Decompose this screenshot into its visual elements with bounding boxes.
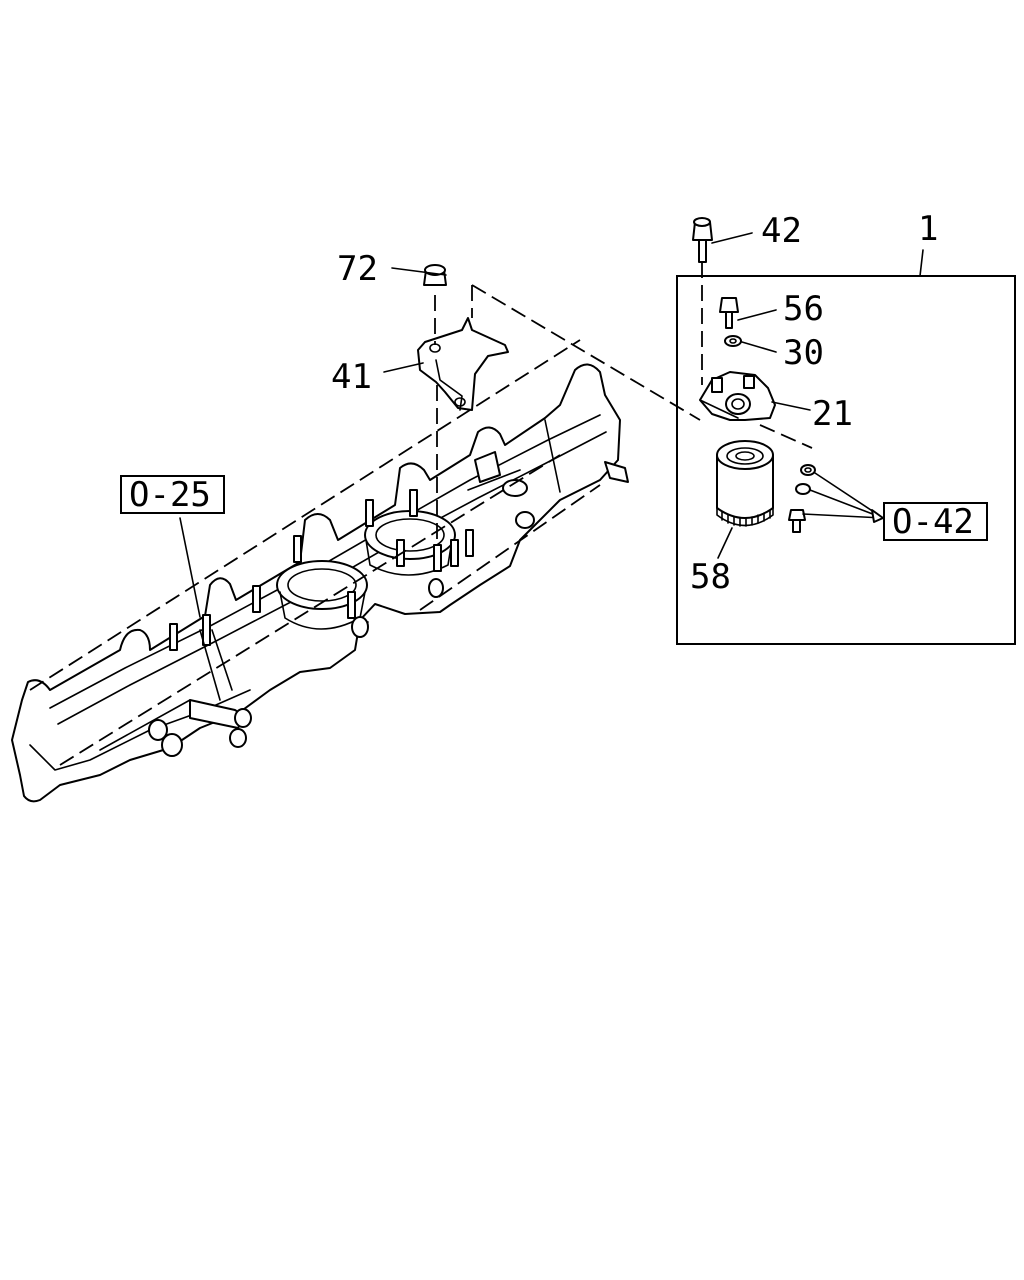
leader-lines <box>179 232 924 618</box>
callout-72: 72 <box>337 249 378 289</box>
reference-box-o25[interactable]: O-25 <box>120 475 225 515</box>
reference-box-o42[interactable]: O-42 <box>883 502 988 542</box>
callout-58: 58 <box>690 557 731 597</box>
reference-label-o25: O-25 <box>129 475 211 515</box>
filter-head-part <box>699 371 776 421</box>
bolt-part <box>692 217 713 385</box>
screw-part <box>719 297 739 329</box>
callout-1: 1 <box>918 209 938 249</box>
callout-41: 41 <box>331 357 372 397</box>
assembly-line <box>471 284 701 421</box>
reference-small-parts <box>788 464 816 533</box>
bracket-part <box>417 295 509 545</box>
callout-30: 30 <box>783 333 824 373</box>
callout-42: 42 <box>761 211 802 251</box>
reference-label-o42: O-42 <box>892 502 974 542</box>
assembly-frame <box>676 275 1016 645</box>
callout-21: 21 <box>812 394 853 434</box>
manifold-assembly <box>11 339 629 803</box>
oil-filter-part <box>716 424 813 527</box>
stud-group <box>169 489 474 651</box>
washer-part <box>724 335 742 347</box>
callout-56: 56 <box>783 289 824 329</box>
